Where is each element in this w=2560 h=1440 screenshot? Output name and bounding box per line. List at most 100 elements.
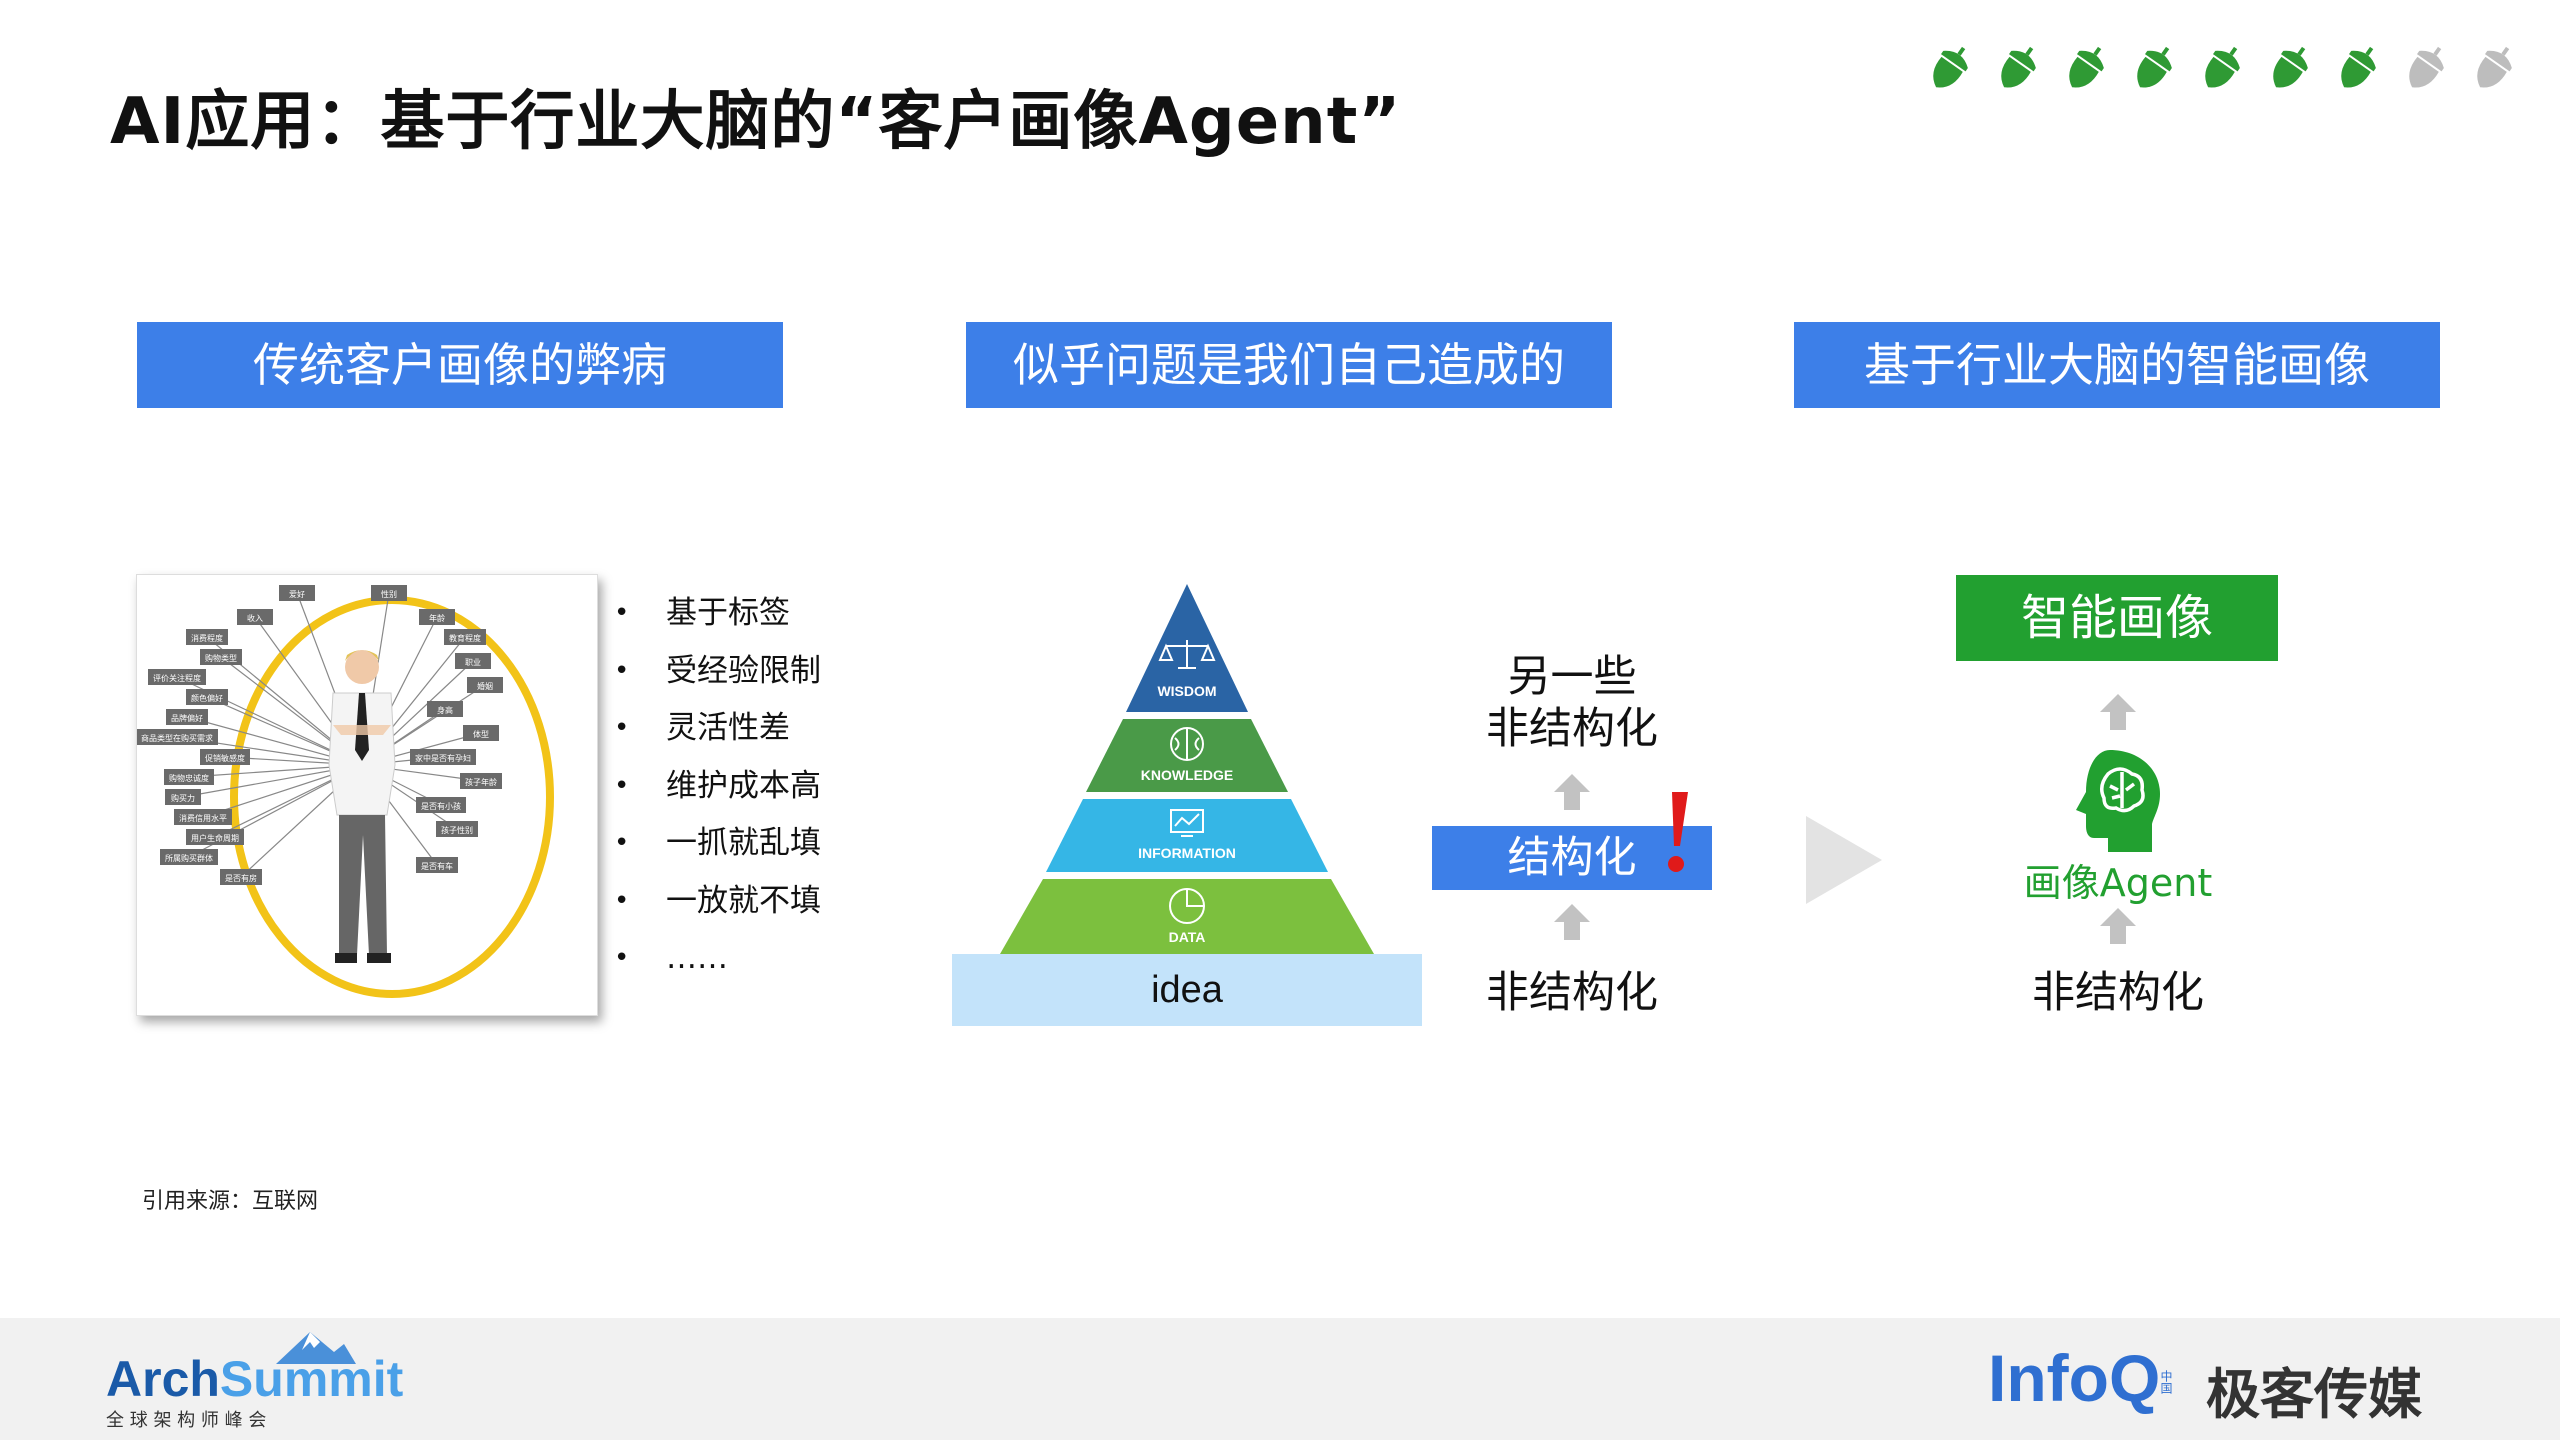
profile-tag-label: 职业 [465,657,481,667]
person-tags-illustration: 爱好性别收入年龄消费程度教育程度购物类型职业评价关注程度婚姻颜色偏好身高品牌偏好… [136,585,554,998]
profile-tag-box [416,797,466,813]
other-unstructured: 非结构化 [1486,704,1658,754]
profile-tag-label: 身高 [437,705,453,715]
ai-head-icon [2076,750,2160,852]
archsummit-logo-subtitle: 全 球 架 构 师 峰 会 [106,1410,267,1431]
banner-smart-profile: 基于行业大脑的智能画像 [1794,322,2440,408]
infoq-logo-mark: 中国 [2159,1370,2173,1394]
profile-tag-label: 教育程度 [449,633,481,643]
acorn-filled-icon [2069,46,2104,88]
acorn-empty-icon [2409,46,2444,88]
pyramid-base-label: idea [1151,969,1224,1011]
profile-tag-box [436,821,478,837]
dikw-pyramid: WISDOM KNOWLEDGE INFORMATION DATA idea [952,584,1422,1026]
progress-indicator [1926,38,2520,94]
list-item: 受经验限制 [614,643,821,701]
acorn-filled-icon [2137,46,2172,88]
pie-chart-icon [1169,888,1205,924]
right-unstructured-label: 非结构化 [2032,968,2204,1018]
structured-box: 结构化 [1432,826,1712,890]
profile-tag-label: 是否有房 [225,873,257,883]
profile-tag-box [160,849,218,865]
list-item: 一抓就乱填 [614,815,821,873]
pyramid-label-information: INFORMATION [1138,845,1236,861]
footer-bar [0,1318,2560,1440]
exclamation-icon [1668,792,1688,872]
arrow-up-icon [2100,908,2136,944]
profile-tag-label: 用户生命周期 [191,833,239,843]
person-icon [328,650,396,963]
profile-tag-box [416,857,458,873]
profile-tag-label: 是否有小孩 [421,801,461,811]
profile-tag-label: 促销敏感度 [205,753,245,763]
list-item: 一放就不填 [614,873,821,931]
profile-tag-label: 爱好 [289,589,305,599]
drawbacks-list: 基于标签 受经验限制 灵活性差 维护成本高 一抓就乱填 一放就不填 …… [614,585,821,988]
pyramid-layer-data [1000,879,1374,954]
infoq-logo-text: InfoQ [1988,1341,2161,1415]
profile-tag-label: 体型 [473,729,489,739]
acorn-filled-icon [2001,46,2036,88]
acorn-filled-icon [1933,46,1968,88]
mountain-logo-icon [276,1332,356,1364]
arrow-up-icon [2100,694,2136,730]
profile-tag-label: 性别 [381,589,397,599]
acorn-filled-icon [2205,46,2240,88]
list-item: …… [614,930,821,988]
profile-tag-box [463,725,499,741]
archsummit-logo: ArchSummit 全 球 架 构 师 峰 会 [106,1332,403,1431]
infoq-logo: InfoQ 中国 极客传媒 [1988,1340,2448,1426]
list-item: 基于标签 [614,585,821,643]
profile-tag-box [200,649,242,665]
profile-tag-box [410,749,476,765]
other-line1: 另一些 [1507,652,1637,702]
profile-tag-label: 品牌偏好 [171,713,203,723]
profile-agent-label: 画像Agent [2023,861,2213,905]
profile-tag-box [174,809,232,825]
profile-tag-box [164,769,214,785]
brain-icon [1170,727,1204,761]
profile-tag-label: 婚姻 [477,681,493,691]
profile-tag-label: 商品类型在购买需求 [141,733,213,743]
profile-tag-label: 家中是否有孕妇 [415,753,471,763]
profile-tag-box [165,789,201,805]
list-item: 维护成本高 [614,758,821,816]
profile-tag-label: 所属购买群体 [165,853,213,863]
profile-tag-label: 收入 [247,613,263,623]
profile-tag-box [455,653,491,669]
profile-tag-box [279,585,315,601]
profile-tag-box [237,609,273,625]
source-citation: 引用来源：互联网 [142,1189,319,1214]
play-arrow-icon [1806,816,1882,904]
smart-profile-box: 智能画像 [1956,575,2278,661]
unstructured-label: 非结构化 [1486,968,1658,1018]
profile-tag-label: 购物类型 [205,653,237,663]
pyramid-label-knowledge: KNOWLEDGE [1141,767,1234,783]
profile-tag-box [186,829,244,845]
scale-icon [1158,640,1216,669]
profile-tag-box [200,749,250,765]
profile-tag-box [460,773,502,789]
arrow-up-icon [1554,774,1590,810]
profile-tag-box [371,585,407,601]
profile-tag-box [444,629,486,645]
profile-tag-box [186,629,228,645]
acorn-filled-icon [2341,46,2376,88]
profile-tag-label: 评价关注程度 [153,673,201,683]
profile-tag-box [148,669,206,685]
profile-tag-box [220,869,262,885]
list-item: 灵活性差 [614,700,821,758]
profile-tag-label: 孩子年龄 [465,777,497,787]
profile-tag-label: 是否有车 [421,861,453,871]
page-title: AI应用：基于行业大脑的“客户画像Agent” [110,85,1402,159]
profile-tag-label: 孩子性别 [441,825,473,835]
pyramid-label-data: DATA [1169,929,1206,945]
profile-tag-label: 颜色偏好 [191,693,223,703]
archsummit-logo-arch: Arch [106,1351,220,1407]
profile-tag-label: 购买力 [171,793,195,803]
profile-tag-label: 年龄 [429,613,445,623]
profile-tag-box [419,609,455,625]
banner-traditional-drawbacks: 传统客户画像的弊病 [137,322,783,408]
profile-tag-box [467,677,503,693]
monitor-chart-icon [1170,809,1204,837]
